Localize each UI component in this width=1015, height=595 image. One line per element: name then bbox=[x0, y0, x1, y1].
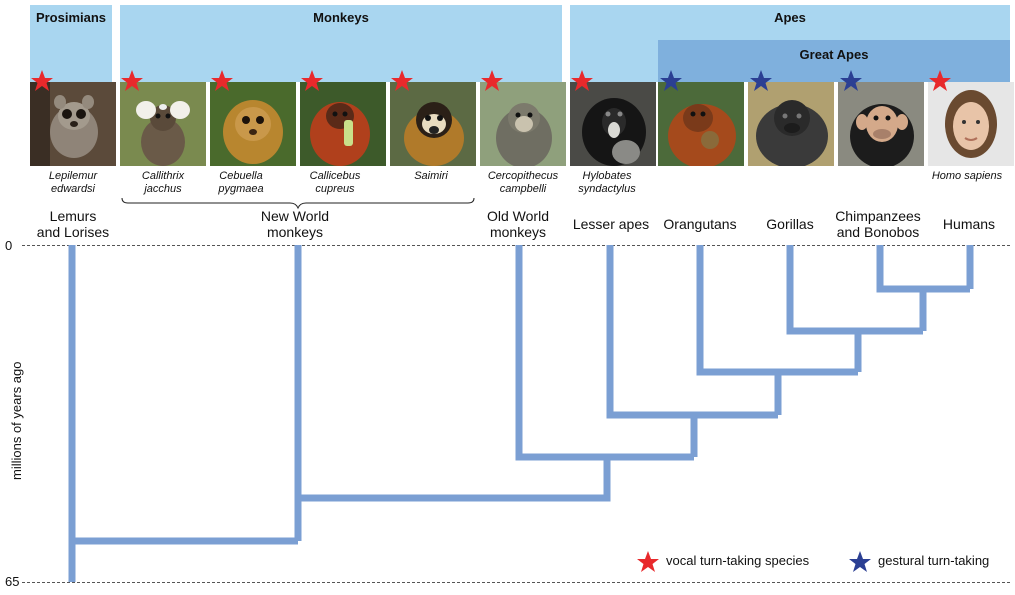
callicebus-photo bbox=[300, 82, 386, 166]
tick-0: 0 bbox=[5, 238, 13, 253]
species-0-star-icon bbox=[31, 70, 53, 91]
branch-old-world bbox=[515, 245, 694, 461]
taxon-3-label: Lesser apes bbox=[572, 216, 650, 232]
prosimians-band: Prosimians bbox=[30, 5, 112, 82]
species-1-star-icon bbox=[121, 70, 143, 91]
taxon-7-label: Humans bbox=[942, 216, 996, 232]
great-apes-band: Great Apes bbox=[658, 40, 1010, 82]
taxon-4-label: Orangutans bbox=[663, 216, 737, 232]
lepilemur-photo bbox=[30, 82, 116, 166]
species-3-star-icon bbox=[301, 70, 323, 91]
time-65-line bbox=[22, 582, 1010, 583]
tick-65: 65 bbox=[5, 574, 20, 589]
hylobates-photo bbox=[570, 82, 656, 166]
species-8-star-icon bbox=[750, 70, 772, 91]
species-5-star-icon bbox=[481, 70, 503, 91]
taxon-5-label: Gorillas bbox=[766, 216, 814, 232]
legend-gestural-label: gestural turn-taking bbox=[878, 553, 990, 568]
branch-orangutans bbox=[696, 245, 858, 376]
chimpanzee-photo bbox=[838, 82, 924, 166]
monkeys-label: Monkeys bbox=[313, 10, 369, 25]
species-10-star-icon bbox=[929, 70, 951, 91]
great-apes-label: Great Apes bbox=[799, 47, 869, 62]
legend-vocal-star-icon bbox=[637, 551, 659, 572]
branch-chimpanzees bbox=[876, 245, 970, 293]
branch-gorillas bbox=[786, 245, 923, 335]
species-6-star-icon bbox=[571, 70, 593, 91]
monkeys-band: Monkeys bbox=[120, 5, 562, 82]
species-7-star-icon bbox=[660, 70, 682, 91]
species-4-sci-name: Saimiri bbox=[414, 170, 448, 182]
saimiri-photo bbox=[390, 82, 476, 166]
species-10-sci-name: Homo sapiens bbox=[931, 170, 1003, 182]
prosimians-label: Prosimians bbox=[35, 10, 107, 25]
new-world-brace bbox=[121, 197, 475, 210]
species-2-star-icon bbox=[211, 70, 233, 91]
branch-lesser-apes bbox=[606, 245, 778, 419]
species-4-star-icon bbox=[391, 70, 413, 91]
cebuella-photo bbox=[210, 82, 296, 166]
species-9-star-icon bbox=[840, 70, 862, 91]
callithrix-photo bbox=[120, 82, 206, 166]
legend-vocal-label: vocal turn-taking species bbox=[666, 553, 810, 568]
apes-label: Apes bbox=[774, 10, 806, 25]
node-anthropoids bbox=[298, 460, 611, 502]
legend-gestural-star-icon bbox=[849, 551, 871, 572]
orangutan-photo bbox=[658, 82, 744, 166]
gorilla-photo bbox=[748, 82, 834, 166]
human-photo bbox=[928, 82, 1014, 166]
cercopithecus-photo bbox=[480, 82, 566, 166]
